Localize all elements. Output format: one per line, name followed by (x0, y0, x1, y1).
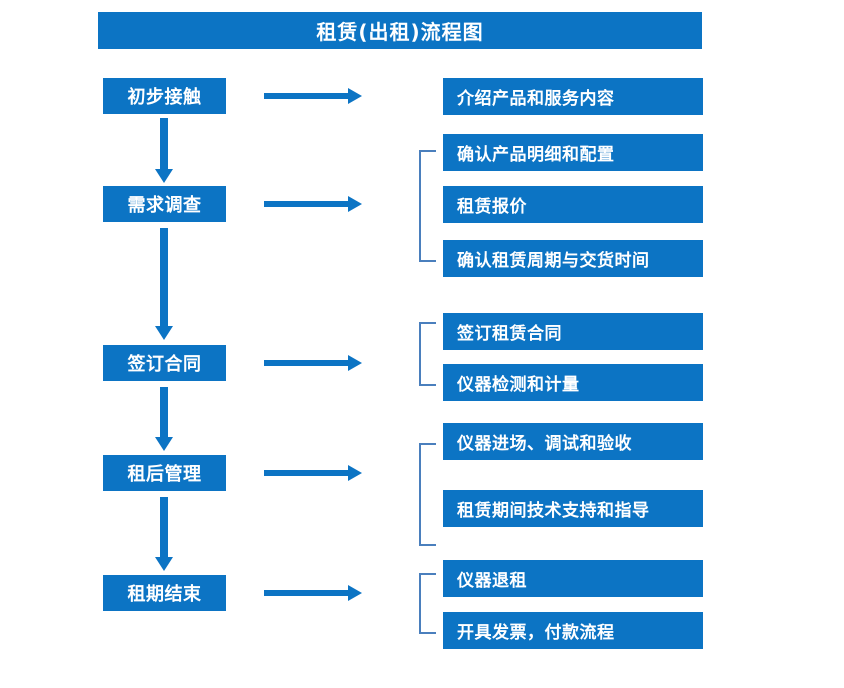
stage-box-2[interactable]: 需求调查 (103, 186, 226, 222)
detail-box-9[interactable]: 仪器退租 (443, 560, 703, 597)
detail-box-7[interactable]: 仪器进场、调试和验收 (443, 423, 703, 460)
detail-box-1[interactable]: 介绍产品和服务内容 (443, 78, 703, 115)
horizontal-arrow-icon-3 (264, 354, 362, 372)
page-title: 租赁(出租)流程图 (98, 12, 702, 49)
detail-box-6[interactable]: 仪器检测和计量 (443, 364, 703, 401)
detail-box-4[interactable]: 确认租赁周期与交货时间 (443, 240, 703, 277)
vertical-arrow-icon-1 (155, 118, 173, 183)
detail-box-2[interactable]: 确认产品明细和配置 (443, 134, 703, 171)
stage-box-3[interactable]: 签订合同 (103, 345, 226, 381)
stage-box-1[interactable]: 初步接触 (103, 78, 226, 114)
horizontal-arrow-icon-1 (264, 87, 362, 105)
group-bracket-3 (419, 443, 436, 546)
vertical-arrow-icon-3 (155, 387, 173, 451)
group-bracket-2 (419, 322, 436, 386)
group-bracket-1 (419, 150, 436, 262)
group-bracket-4 (419, 573, 436, 634)
detail-box-8[interactable]: 租赁期间技术支持和指导 (443, 490, 703, 527)
stage-box-4[interactable]: 租后管理 (103, 455, 226, 491)
detail-box-3[interactable]: 租赁报价 (443, 186, 703, 223)
vertical-arrow-icon-2 (155, 228, 173, 340)
detail-box-10[interactable]: 开具发票，付款流程 (443, 612, 703, 649)
horizontal-arrow-icon-4 (264, 464, 362, 482)
detail-box-5[interactable]: 签订租赁合同 (443, 313, 703, 350)
horizontal-arrow-icon-5 (264, 584, 362, 602)
horizontal-arrow-icon-2 (264, 195, 362, 213)
stage-box-5[interactable]: 租期结束 (103, 575, 226, 611)
vertical-arrow-icon-4 (155, 497, 173, 571)
